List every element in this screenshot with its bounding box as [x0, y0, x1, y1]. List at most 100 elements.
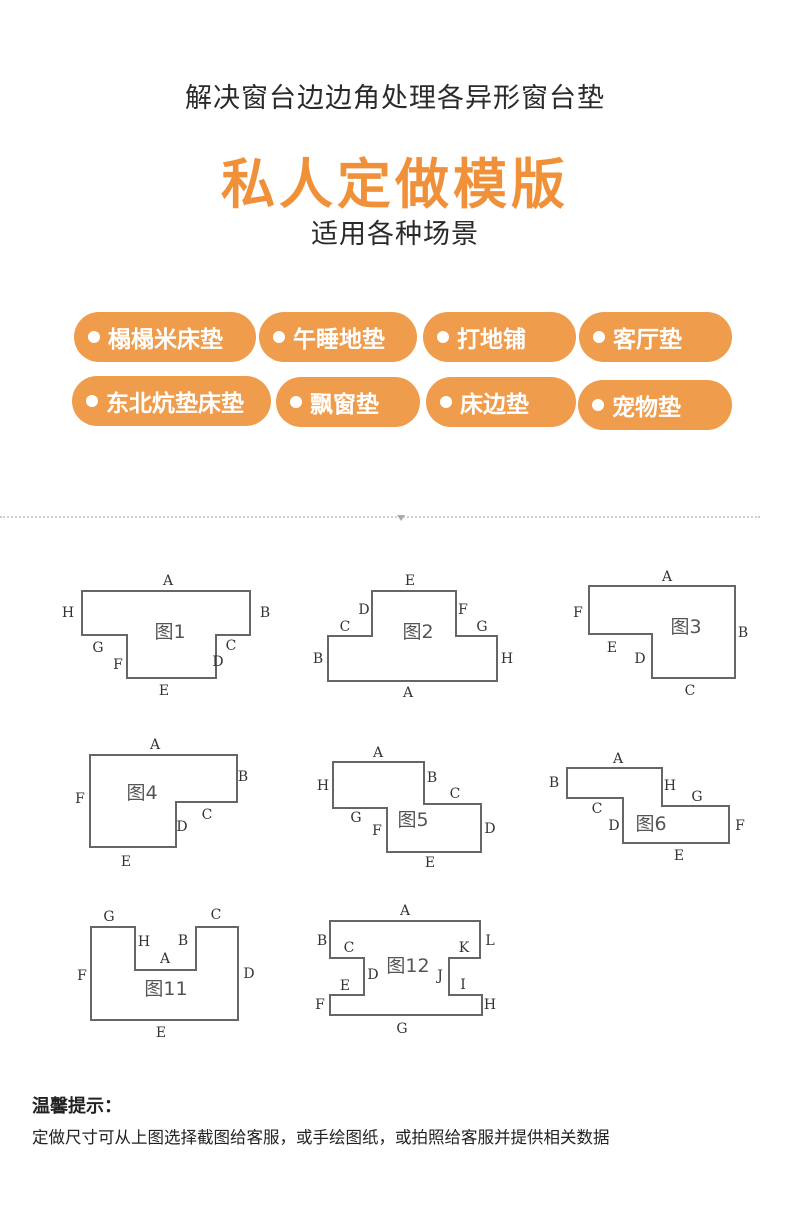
- shape-outline: [588, 585, 736, 679]
- edge-label: B: [549, 775, 559, 791]
- scene-pill: 床边垫: [426, 377, 576, 427]
- edge-label: B: [317, 933, 327, 949]
- edge-label: J: [435, 968, 443, 984]
- edge-label: D: [212, 654, 223, 670]
- bullet-icon: [290, 396, 302, 408]
- bullet-icon: [592, 399, 604, 411]
- tips-text: 定做尺寸可从上图选择截图给客服，或手绘图纸，或拍照给客服并提供相关数据: [32, 1128, 610, 1147]
- tips-title: 温馨提示：: [32, 1096, 122, 1117]
- bullet-icon: [88, 331, 100, 343]
- edge-label: H: [138, 934, 150, 950]
- scene-label: 客厅垫: [613, 327, 682, 353]
- edge-label: F: [372, 823, 382, 839]
- edge-label: B: [238, 769, 248, 785]
- shape-outline: [90, 926, 239, 1021]
- diagram-title: 图4: [126, 782, 157, 804]
- diagram-title: 图1: [154, 621, 185, 643]
- edge-label: F: [113, 657, 123, 673]
- edge-label: H: [62, 605, 74, 621]
- edge-label: A: [162, 573, 174, 589]
- edge-label: C: [685, 683, 696, 699]
- scene-pill: 宠物垫: [578, 380, 732, 430]
- edge-label: B: [738, 625, 748, 641]
- bullet-icon: [86, 395, 98, 407]
- shape-outline: [566, 767, 730, 844]
- edge-label: G: [396, 1021, 407, 1037]
- edge-label: F: [458, 602, 468, 618]
- scene-pill: 榻榻米床垫: [74, 312, 256, 362]
- edge-label: D: [634, 651, 645, 667]
- edge-label: A: [399, 903, 411, 919]
- edge-label: C: [211, 907, 222, 923]
- edge-label: D: [243, 966, 254, 982]
- edge-label: H: [664, 778, 676, 794]
- edge-label: C: [344, 940, 355, 956]
- bullet-icon: [593, 331, 605, 343]
- edge-label: E: [340, 978, 350, 994]
- edge-label: E: [159, 683, 169, 699]
- headline: 私人定做模版: [221, 153, 569, 216]
- edge-label: I: [460, 977, 466, 993]
- edge-label: C: [450, 786, 461, 802]
- scene-pill: 午睡地垫: [259, 312, 417, 362]
- edge-label: B: [313, 651, 323, 667]
- edge-label: A: [661, 569, 673, 585]
- edge-label: D: [484, 821, 495, 837]
- diagram-1: 图1 A H B GF CD E: [62, 573, 270, 699]
- edge-label: G: [691, 789, 702, 805]
- edge-label: F: [77, 968, 87, 984]
- edge-label: A: [372, 745, 384, 761]
- diagram-title: 图6: [635, 813, 666, 835]
- scene-label: 飘窗垫: [310, 392, 379, 418]
- scene-pill: 打地铺: [423, 312, 576, 362]
- shape-outline: [329, 920, 483, 1016]
- scene-pill: 飘窗垫: [276, 377, 420, 427]
- edge-label: H: [317, 778, 329, 794]
- edge-label: C: [340, 619, 351, 635]
- scene-pill: 东北炕垫床垫: [72, 376, 271, 426]
- bullet-icon: [437, 331, 449, 343]
- scene-label: 宠物垫: [612, 395, 681, 421]
- diagram-title: 图11: [144, 978, 187, 1000]
- edge-label: G: [350, 810, 361, 826]
- edge-label: A: [612, 751, 624, 767]
- edge-label: E: [156, 1025, 166, 1041]
- edge-label: A: [159, 951, 171, 967]
- edge-label: H: [501, 651, 513, 667]
- dotted-divider: [0, 516, 760, 518]
- edge-label: B: [260, 605, 270, 621]
- shape-outline: [327, 590, 498, 682]
- edge-label: A: [402, 685, 414, 701]
- edge-label: E: [607, 640, 617, 656]
- diagram-title: 图12: [386, 955, 429, 977]
- edge-label: D: [367, 967, 378, 983]
- edge-label: H: [484, 997, 496, 1013]
- edge-label: A: [149, 737, 161, 753]
- shape-outline: [332, 761, 482, 853]
- edge-label: B: [178, 933, 188, 949]
- edge-label: B: [427, 770, 437, 786]
- edge-label: G: [92, 640, 103, 656]
- diagram-title: 图2: [402, 621, 433, 643]
- edge-label: D: [608, 818, 619, 834]
- edge-label: F: [735, 818, 745, 834]
- edge-label: F: [75, 791, 85, 807]
- edge-label: C: [592, 801, 603, 817]
- edge-label: K: [459, 940, 470, 956]
- scene-label: 打地铺: [457, 327, 526, 353]
- edge-label: F: [573, 605, 583, 621]
- edge-label: C: [226, 638, 237, 654]
- diagram-title: 图3: [670, 616, 701, 638]
- edge-label: C: [202, 807, 213, 823]
- diagram-title: 图5: [397, 809, 428, 831]
- edge-label: E: [121, 854, 131, 870]
- subtitle: 解决窗台边边角处理各异形窗台垫: [185, 83, 605, 114]
- edge-label: E: [405, 573, 415, 589]
- bullet-icon: [440, 396, 452, 408]
- tagline: 适用各种场景: [311, 219, 479, 250]
